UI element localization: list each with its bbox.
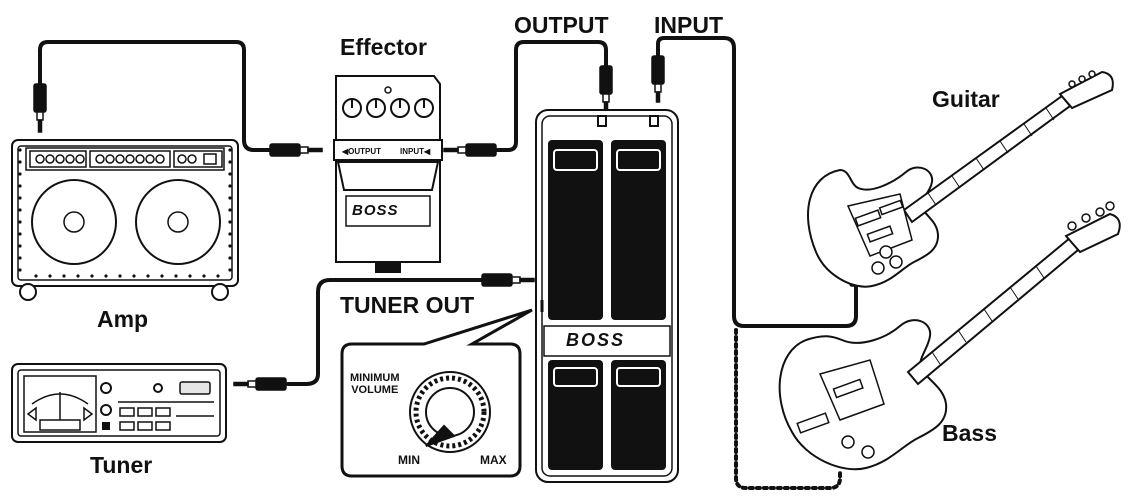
plug-pedal-input — [651, 55, 665, 103]
amp-rivets — [18, 148, 232, 278]
cable-tuner-out-to-tuner — [286, 278, 492, 386]
minimum-volume-label: MINIMUM VOLUME — [350, 372, 400, 396]
effector-knobs — [342, 98, 434, 118]
guitar-label: Guitar — [932, 86, 1000, 112]
cable-effector-input-to-pedal-output — [486, 40, 608, 152]
tuner — [11, 363, 227, 443]
bass — [778, 201, 1121, 471]
amp-control-panel — [25, 147, 225, 171]
plug-effector-input — [443, 143, 497, 157]
cables — [38, 36, 858, 490]
effector-pedal — [333, 75, 443, 273]
pedal-brand-logo: BOSS — [566, 330, 626, 350]
plug-tuner-out — [481, 273, 535, 287]
amp — [11, 139, 239, 301]
bass-knobs — [841, 435, 875, 459]
cable-pedal-input-to-guitar — [656, 36, 858, 328]
plug-pedal-output — [599, 65, 613, 113]
arrow-left-icon: ◀ — [424, 147, 431, 156]
effector-output-jack-label: ◀OUTPUT — [342, 147, 382, 156]
amp-label: Amp — [97, 306, 149, 332]
effector-label: Effector — [340, 34, 427, 60]
min-label: MIN — [398, 453, 420, 467]
volume-pedal — [535, 109, 679, 483]
effector-brand-logo: BOSS — [352, 202, 399, 219]
bass-pickguard — [796, 359, 885, 434]
cable-bass-dotted — [734, 328, 842, 490]
pedal-treads — [548, 140, 666, 470]
plug-amp-top — [33, 83, 47, 133]
effector-input-jack-label: INPUT◀ — [400, 147, 431, 156]
effector-footswitch — [336, 161, 440, 191]
output-label: OUTPUT — [514, 12, 609, 38]
guitar-pickguard — [846, 193, 913, 257]
input-label: INPUT — [654, 12, 723, 38]
arrow-left-icon: ◀ — [342, 147, 349, 156]
minimum-volume-knob — [409, 371, 491, 453]
guitar-headstock — [1058, 70, 1114, 110]
plug-effector-output — [269, 143, 323, 157]
guitar-knobs — [871, 245, 903, 275]
amp-speakers — [31, 179, 221, 265]
bass-headstock — [1064, 212, 1121, 254]
plug-tuner — [233, 377, 287, 391]
guitar-neck — [902, 94, 1072, 224]
guitar — [807, 70, 1114, 288]
pedal-tread-highlights — [553, 149, 661, 387]
bass-tuning-pegs — [1067, 201, 1115, 231]
max-label: MAX — [480, 453, 507, 467]
tuner-out-label: TUNER OUT — [340, 292, 475, 318]
cable-amp-to-effector-output — [38, 40, 284, 152]
bass-label: Bass — [942, 420, 997, 446]
amp-wheels — [19, 283, 229, 301]
bass-neck — [906, 236, 1080, 386]
minimum-volume-callout — [340, 308, 533, 478]
guitar-tuning-pegs — [1068, 70, 1096, 88]
tuner-label: Tuner — [90, 452, 153, 478]
